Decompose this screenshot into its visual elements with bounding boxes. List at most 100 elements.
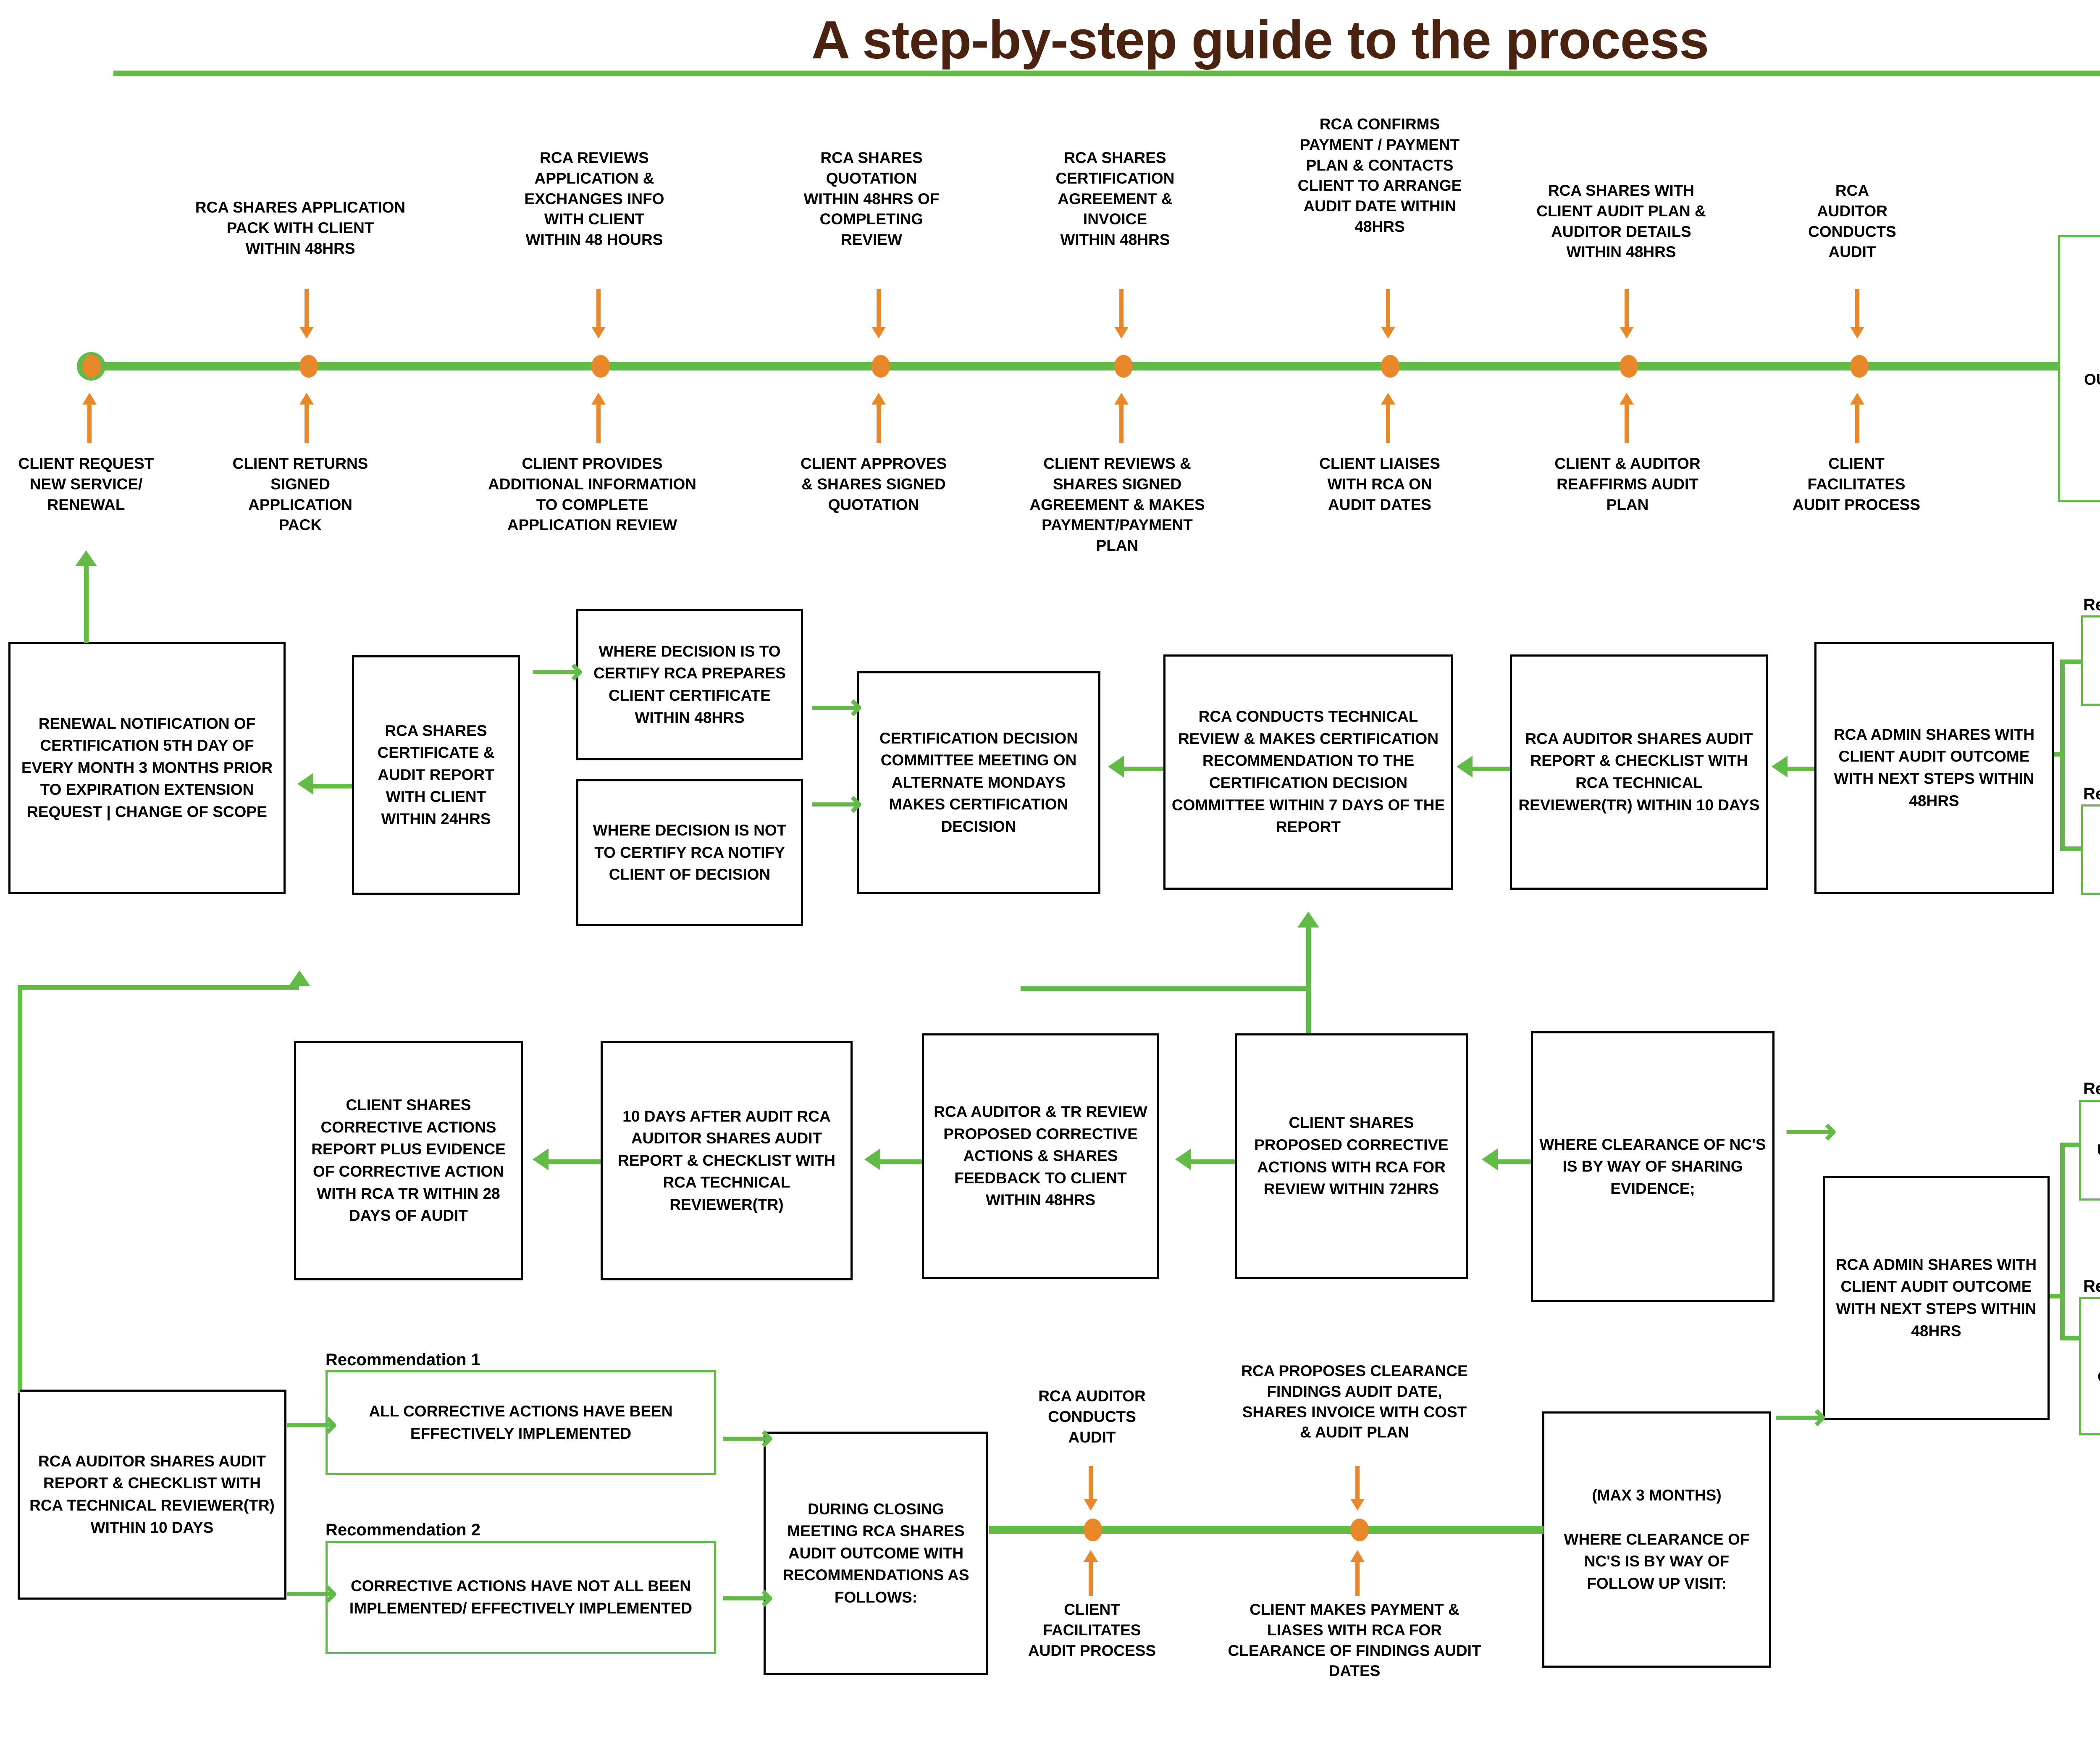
ten-days-after-audit-box: 10 DAYS AFTER AUDIT RCA AUDITOR SHARES A…	[601, 1041, 853, 1280]
conn-clientca-up-h	[1021, 986, 1309, 991]
brace-rec34-out	[2039, 1294, 2064, 1298]
brace-rec3-horiz	[2060, 1143, 2081, 1147]
bottom-timeline-down-arrow-0	[1084, 1466, 1098, 1516]
timeline-above-label-0: RCA SHARES APPLICATION PACK WITH CLIENT …	[195, 199, 406, 257]
brace-rec2-horiz	[2060, 846, 2083, 851]
brace-rec1-horiz	[2060, 660, 2083, 664]
arrowhead-followup-to-closing: ⟶	[1774, 1397, 1827, 1437]
conn-admin-to-auditor	[1785, 767, 1814, 771]
timeline-down-arrow-2	[591, 289, 606, 339]
arrowhead-tech-review	[1457, 756, 1473, 778]
timeline-node-5	[1381, 355, 1399, 378]
timeline-node-0	[82, 355, 101, 378]
bottom-timeline-node-1	[1350, 1519, 1369, 1541]
auditor-shares-report-10days-box: RCA AUDITOR SHARES AUDIT REPORT & CHECKL…	[18, 1390, 286, 1600]
arrowhead-closing-to-rec1: ⟶	[722, 1418, 774, 1458]
conn-renewal-to-client-request	[84, 565, 89, 643]
brace-rec34-vert	[2060, 1143, 2065, 1338]
conn-cert-to-renewal	[311, 784, 352, 788]
bottom-timeline-down-arrow-1	[1350, 1466, 1365, 1516]
arrowhead-decision-not-certify: ⟶	[811, 783, 863, 824]
arrowhead-decision-certify: ⟶	[811, 687, 863, 727]
loop-left-horiz-row3	[18, 985, 299, 990]
timeline-below-label-4: CLIENT REVIEWS & SHARES SIGNED AGREEMENT…	[1029, 455, 1205, 554]
brace-rec12-vert	[2060, 660, 2065, 849]
timeline-below-label-5: CLIENT LIAISES WITH RCA ON AUDIT DATES	[1319, 455, 1440, 513]
timeline-up-arrow-6	[1620, 393, 1634, 443]
timeline-down-arrow-7	[1850, 289, 1864, 339]
arrowhead-client-request	[75, 550, 97, 566]
conn-tendays-to-clientca	[546, 1159, 601, 1164]
arrowhead-tech-review-up	[1297, 912, 1319, 928]
bottom-timeline-node-0	[1084, 1519, 1102, 1541]
timeline-node-4	[1114, 355, 1133, 378]
timeline-node-3	[872, 355, 890, 378]
admin-shares-outcome-box-2: RCA ADMIN SHARES WITH CLIENT AUDIT OUTCO…	[1823, 1176, 2050, 1420]
conn-auditor-to-techreview	[1470, 767, 1510, 771]
audit-outcome-heading: Audit Outcome	[2058, 160, 2100, 212]
timeline-above-label-6: RCA AUDITOR CONDUCTS AUDIT	[1808, 182, 1896, 261]
timeline-node-7	[1850, 355, 1869, 378]
timeline-node-6	[1620, 355, 1638, 378]
timeline-node-1	[299, 355, 318, 378]
recommendation-1-box: UNCONDITIONAL CERTIFICATION TO BE GRANTE…	[2081, 615, 2100, 706]
timeline-down-arrow-6	[1620, 289, 1634, 339]
arrowhead-auditor-tr	[1175, 1148, 1191, 1170]
recommendation-2-box: CERTIFICATION NOT RECOMMENDED	[2081, 804, 2100, 895]
bottom-timeline-below-label-0: CLIENT FACILITATES AUDIT PROCESS	[1028, 1601, 1156, 1659]
timeline-above-label-2: RCA SHARES QUOTATION WITHIN 48HRS OF COM…	[803, 149, 940, 249]
timeline-up-arrow-5	[1381, 393, 1395, 443]
row4-recommendation-1-label: Recommendation 1	[326, 1351, 480, 1369]
timeline-up-arrow-7	[1850, 393, 1864, 443]
timeline-up-arrow-3	[872, 393, 886, 443]
timeline-node-2	[591, 355, 610, 378]
bottom-timeline-up-arrow-1	[1350, 1550, 1365, 1596]
conn-clientca-up	[1306, 926, 1311, 1033]
conn-clearance-to-clientproposed	[1495, 1159, 1531, 1164]
timeline-below-label-0: CLIENT REQUEST NEW SERVICE/ RENEWAL	[18, 455, 154, 513]
closing-meeting-box: DURING CLOSING MEETING RCA SHARES AUDIT …	[764, 1432, 988, 1675]
followup-visit-box: (MAX 3 MONTHS) WHERE CLEARANCE OF NC'S I…	[1542, 1411, 1771, 1668]
bottom-timeline-line	[989, 1526, 1544, 1534]
bottom-timeline-above-label-0: RCA AUDITOR CONDUCTS AUDIT	[1038, 1387, 1146, 1446]
row4-recommendation-2-label: Recommendation 2	[326, 1521, 480, 1539]
arrowhead-closing-to-rec2: ⟶	[722, 1577, 774, 1618]
title-divider	[113, 71, 2100, 76]
client-shares-ca-report-box: CLIENT SHARES CORRECTIVE ACTIONS REPORT …	[294, 1041, 523, 1280]
timeline-below-label-2: CLIENT PROVIDES ADDITIONAL INFORMATION T…	[488, 455, 697, 534]
auditor-shares-report-box: RCA AUDITOR SHARES AUDIT REPORT & CHECKL…	[1510, 654, 1768, 890]
timeline-above-label-4: RCA CONFIRMS PAYMENT / PAYMENT PLAN & CO…	[1297, 116, 1462, 236]
clearance-evidence-box: WHERE CLEARANCE OF NC'S IS BY WAY OF SHA…	[1531, 1031, 1774, 1302]
arrowhead-auditor-report	[1772, 756, 1788, 778]
decision-certify-box: WHERE DECISION IS TO CERTIFY RCA PREPARE…	[576, 609, 803, 760]
arrowhead-to-rca-certificate: ⟶	[531, 651, 583, 691]
arrowhead-clearance-evidence: ⟶	[1785, 1111, 1837, 1151]
bottom-timeline-up-arrow-0	[1084, 1550, 1098, 1596]
row4-recommendation-2-box: CORRECTIVE ACTIONS HAVE NOT ALL BEEN IMP…	[326, 1541, 716, 1654]
decision-not-certify-box: WHERE DECISION IS NOT TO CERTIFY RCA NOT…	[576, 779, 803, 926]
timeline-below-label-6: CLIENT & AUDITOR REAFFIRMS AUDIT PLAN	[1554, 455, 1701, 513]
audit-outcome-box: DURING CLOSING MEETING RCA SHARES AUDIT …	[2058, 235, 2100, 502]
timeline-above-label-3: RCA SHARES CERTIFICATION AGREEMENT & INV…	[1055, 149, 1175, 249]
conn-clientproposed-to-auditortr	[1189, 1159, 1235, 1164]
timeline-down-arrow-3	[872, 289, 886, 339]
rca-shares-certificate-box: RCA SHARES CERTIFICATE & AUDIT REPORT WI…	[352, 655, 520, 895]
loop-row4-to-left	[18, 1388, 20, 1393]
timeline-down-arrow-5	[1381, 289, 1395, 339]
arrowhead-row4-rec2-to-auditor: ⟶	[286, 1573, 338, 1613]
timeline-up-arrow-4	[1114, 393, 1129, 443]
arrowhead-ten-days	[864, 1148, 880, 1170]
admin-shares-outcome-box: RCA ADMIN SHARES WITH CLIENT AUDIT OUTCO…	[1814, 642, 2054, 894]
recommendation-3-box: DEFERRAL OF CERTIFICATION UNTIL ALL NON-…	[2079, 1100, 2100, 1201]
timeline-up-arrow-0	[82, 393, 97, 443]
conn-techreview-to-committee	[1121, 767, 1163, 771]
timeline-below-label-1: CLIENT RETURNS SIGNED APPLICATION PACK	[232, 455, 368, 534]
timeline-above-label-1: RCA REVIEWS APPLICATION & EXCHANGES INFO…	[524, 149, 664, 249]
timeline-below-label-3: CLIENT APPROVES & SHARES SIGNED QUOTATIO…	[800, 455, 947, 513]
arrowhead-row4-rec1-to-auditor: ⟶	[286, 1404, 338, 1445]
recommendation-3-label: Recomendation 3	[2083, 1080, 2100, 1098]
timeline-above-label-5: RCA SHARES WITH CLIENT AUDIT PLAN & AUDI…	[1536, 182, 1706, 261]
bottom-timeline-below-label-1: CLIENT MAKES PAYMENT & LIASES WITH RCA F…	[1228, 1601, 1481, 1680]
certification-committee-box: CERTIFICATION DECISION COMMITTEE MEETING…	[857, 671, 1100, 894]
